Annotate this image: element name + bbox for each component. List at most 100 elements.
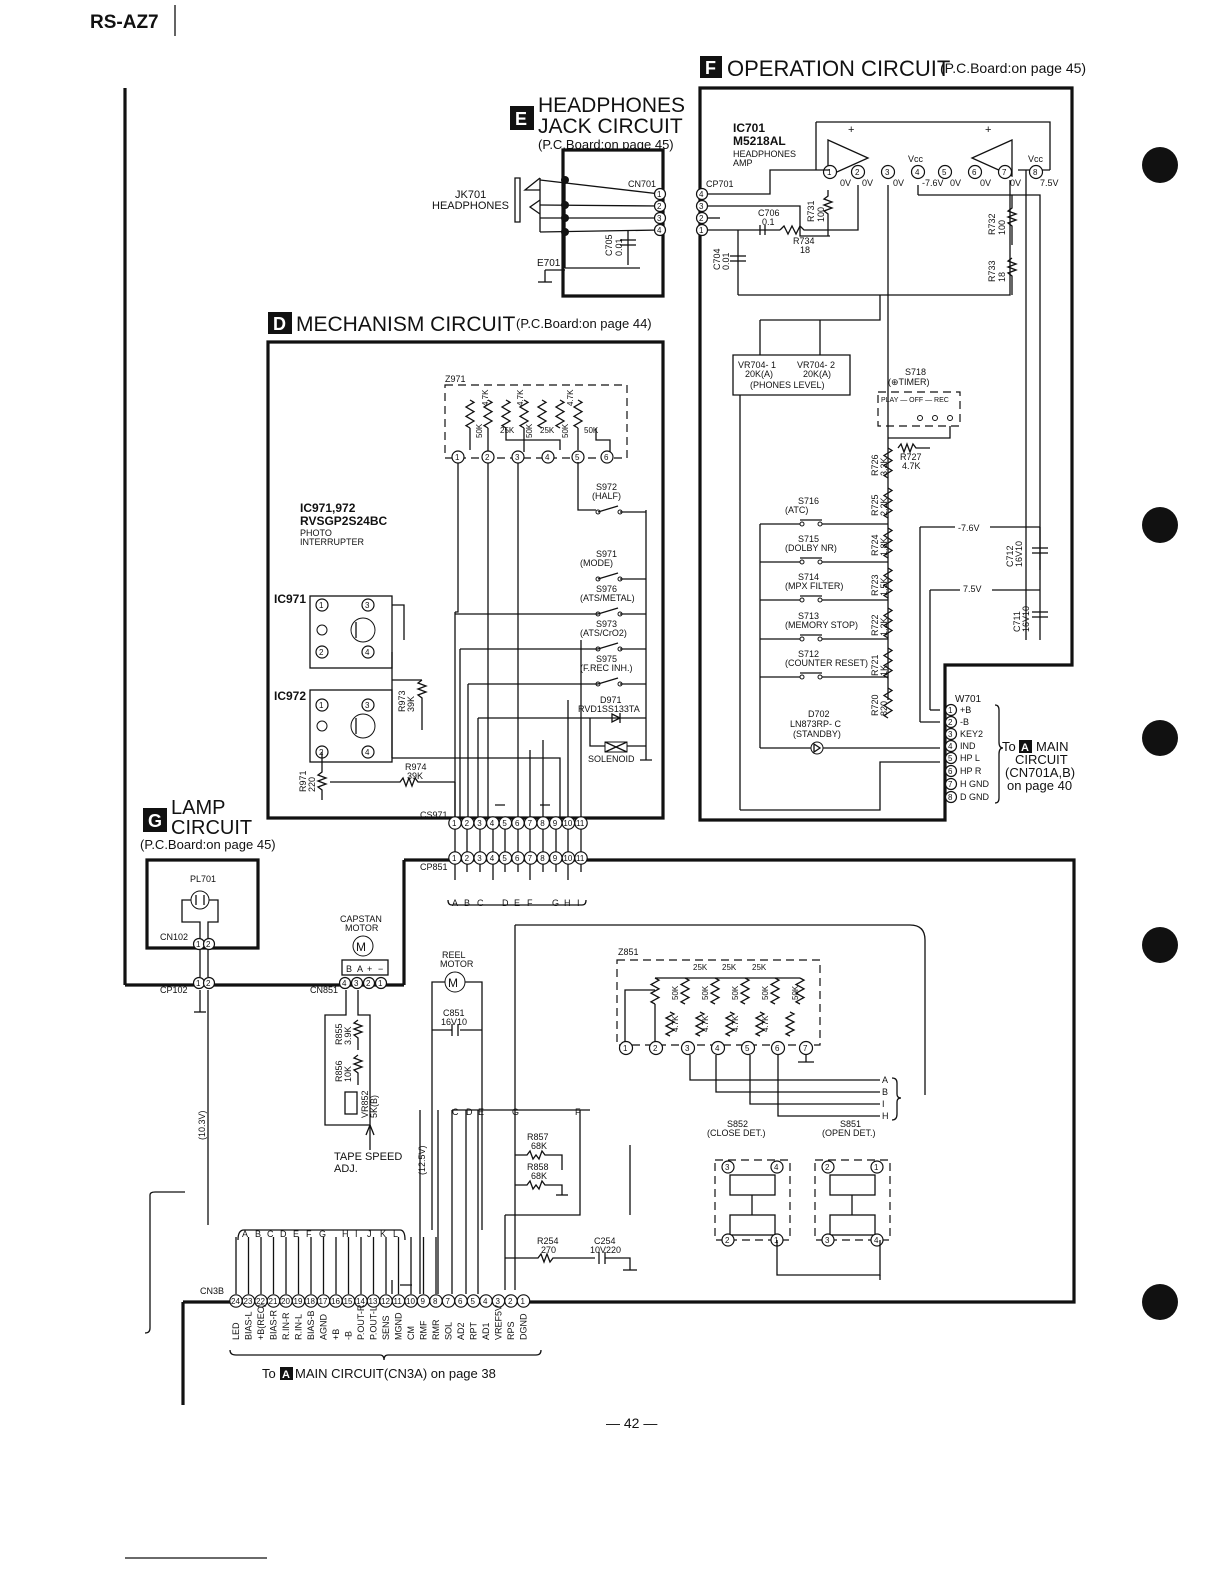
cp102-label: CP102 [160, 985, 188, 995]
r974-value: 39K [407, 771, 423, 781]
pin-number: 1 [452, 819, 457, 828]
cs971-pin: 6 [511, 816, 525, 830]
pin-number: 15 [344, 1297, 353, 1306]
s713-desc: (MEMORY STOP) [785, 620, 858, 630]
cn3b-group-letter: J [367, 1229, 372, 1239]
d702-part: LN873RP- C [790, 719, 842, 729]
headphones-badge-letter: E [515, 109, 527, 129]
r733-label: R733 [987, 260, 997, 282]
pin-number: 6 [515, 854, 520, 863]
pin-number: 4 [365, 648, 370, 657]
s718-label: S718 [905, 367, 926, 377]
ic-pin: 4 [361, 745, 375, 759]
pin-number: 2 [485, 453, 490, 462]
ic701-v0-4: 0V [950, 178, 961, 188]
svg-text:H: H [882, 1111, 889, 1121]
cp701-pin: 2 [695, 211, 709, 225]
s851-pin: 2 [821, 1160, 835, 1174]
e701-label: E701 [537, 258, 561, 269]
pin-number: 6 [972, 168, 977, 177]
pin-number: 1 [319, 701, 324, 710]
pin-number: 1 [319, 601, 324, 610]
d971-diode: D971 RVD1SS133TA [578, 695, 640, 724]
r858-label: R858 [527, 1162, 549, 1172]
ic701-pin: 1 [822, 164, 838, 180]
r971-label: R971 [298, 770, 308, 792]
to-main-cn701-letter: A [1021, 742, 1029, 754]
svg-text:E: E [478, 1107, 484, 1117]
w701-pin-label: -B [960, 717, 969, 727]
pin-number: 23 [244, 1297, 253, 1306]
cn3b-pin: 8 [429, 1294, 443, 1308]
z851-pin: 3 [680, 1040, 696, 1056]
r973-resistor: R973 39K [397, 679, 428, 730]
s851-label: S851 [840, 1119, 861, 1129]
pin-number: 10 [563, 854, 572, 863]
c711-value: 16V10 [1021, 606, 1031, 632]
pin-number: 6 [604, 453, 609, 462]
r254-resistor: R254 270 [505, 1236, 595, 1264]
s715-label: S715 [798, 534, 819, 544]
s975-desc: (F.REC INH.) [580, 663, 633, 673]
cn3b-pin-label: R.IN-L [294, 1314, 304, 1340]
cn3b-pin: 16 [329, 1294, 343, 1308]
mechanism-switches: S972(HALF)S971(MODE)S976(ATS/METAL)S973(… [577, 462, 652, 761]
pin-number: 3 [496, 1297, 501, 1306]
binder-hole-2 [1142, 507, 1178, 543]
r731-value: 100 [816, 207, 826, 222]
r727-value: 4.7K [902, 461, 921, 471]
pin-number: 13 [369, 1297, 378, 1306]
capstan-label-1: CAPSTAN [340, 914, 382, 924]
pin-number: 3 [657, 214, 662, 223]
z971-value: 4.7K [516, 389, 525, 406]
cn102-pin: 1 [192, 937, 206, 951]
s973-desc: (ATS/CrO2) [580, 628, 627, 638]
cn3b-pin: 1 [516, 1294, 531, 1308]
cn3b-pin-label: BIAS-B [306, 1310, 316, 1340]
z851-pin: 1 [618, 1040, 634, 1056]
connector-letter: E [514, 898, 520, 908]
vr852-trimmer: VR852 5K(B) [344, 1090, 379, 1150]
z971-pin: 5 [571, 450, 585, 464]
s972-label: S972 [596, 482, 617, 492]
connector-letter: D [502, 898, 509, 908]
reel-motor: REEL MOTOR M [431, 950, 483, 1230]
z851-pin: 5 [740, 1040, 756, 1056]
binder-hole-3 [1142, 720, 1178, 756]
ic971-972-ref: IC971,972 [300, 501, 356, 515]
operation-section-title: F OPERATION CIRCUIT (P.C.Board:on page 4… [700, 56, 1086, 81]
connector-letter: C [477, 898, 484, 908]
operation-title: OPERATION CIRCUIT [727, 56, 950, 81]
w701-label: W701 [955, 694, 982, 705]
c254-value: 10V220 [590, 1245, 621, 1255]
ic701-vcc-2: Vcc [1028, 154, 1044, 164]
ic971-photo-interrupter: IC971 [274, 592, 393, 669]
connector-letter: B [464, 898, 470, 908]
cn851-pin: 2 [362, 976, 376, 990]
svg-text:M: M [356, 940, 366, 954]
s852-close-det: S852 (CLOSE DET.) [707, 1119, 791, 1241]
to-main-cn3a: To A MAIN CIRCUIT(CN3A) on page 38 [262, 1366, 496, 1381]
r733-value: 18 [997, 272, 1007, 282]
pin-number: 19 [294, 1297, 303, 1306]
ic-pin: 1 [315, 698, 329, 712]
vr704-1-value: 20K(A) [745, 369, 773, 379]
w701-pin-label: KEY2 [960, 729, 983, 739]
pin-number: 5 [502, 854, 507, 863]
ic701-v0-2: 0V [862, 178, 873, 188]
s852-pin: 4 [770, 1160, 784, 1174]
z851-value: 4.7K [731, 1015, 740, 1032]
reel-label-1: REEL [442, 950, 466, 960]
cn3b-group-letter: H [342, 1229, 349, 1239]
z851-value: 25K [752, 963, 767, 972]
ic701-v75: 7.5V [1040, 178, 1059, 188]
cp851-pin: 9 [548, 851, 563, 865]
